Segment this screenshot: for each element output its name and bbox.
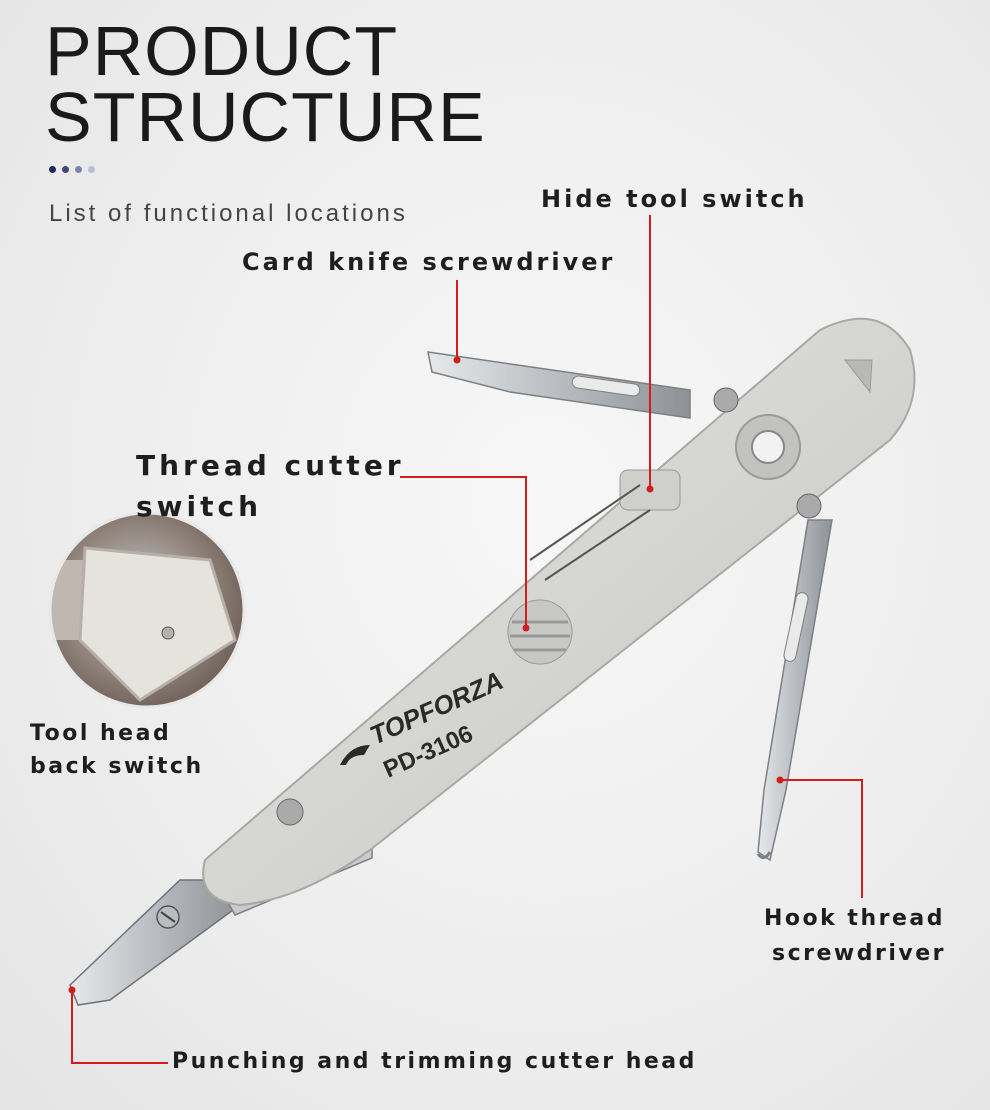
subtitle: List of functional locations <box>49 200 408 227</box>
label-card-knife-screwdriver: Card knife screwdriver <box>242 248 616 276</box>
marker-card-knife <box>453 356 461 364</box>
label-hide-tool-switch: Hide tool switch <box>541 185 808 213</box>
dot-4 <box>88 166 95 173</box>
tool-body <box>202 317 916 907</box>
dot-3 <box>75 166 82 173</box>
callout-line-hook <box>780 779 863 898</box>
page-title: PRODUCT STRUCTURE <box>45 12 486 156</box>
hook-blade <box>756 519 833 862</box>
label-cutter-head: Punching and trimming cutter head <box>172 1049 697 1074</box>
title-line-2: STRUCTURE <box>45 78 486 156</box>
title-line-1: PRODUCT <box>45 12 399 90</box>
label-tool-head-line2: back switch <box>30 754 204 779</box>
dot-2 <box>62 166 69 173</box>
decorative-dots <box>49 166 95 173</box>
marker-cutter-head <box>68 986 76 994</box>
label-tool-head-line1: Tool head <box>30 721 172 746</box>
marker-thread-cutter <box>522 624 530 632</box>
callout-line-cutter-head <box>71 990 168 1064</box>
brand-logo <box>340 745 370 765</box>
marker-hook <box>776 776 784 784</box>
tool-head-inset <box>48 511 246 709</box>
label-hook-line2: screwdriver <box>772 941 946 966</box>
dot-1 <box>49 166 56 173</box>
callout-lines <box>71 215 863 1064</box>
card-knife-blade <box>427 351 691 419</box>
label-hook-line1: Hook thread <box>764 906 945 931</box>
label-thread-cutter-line2: switch <box>136 490 263 523</box>
callout-line-thread-cutter <box>400 476 527 628</box>
callout-markers <box>68 356 784 994</box>
label-thread-cutter-line1: Thread cutter <box>136 449 405 482</box>
marker-hide-tool <box>646 485 654 493</box>
